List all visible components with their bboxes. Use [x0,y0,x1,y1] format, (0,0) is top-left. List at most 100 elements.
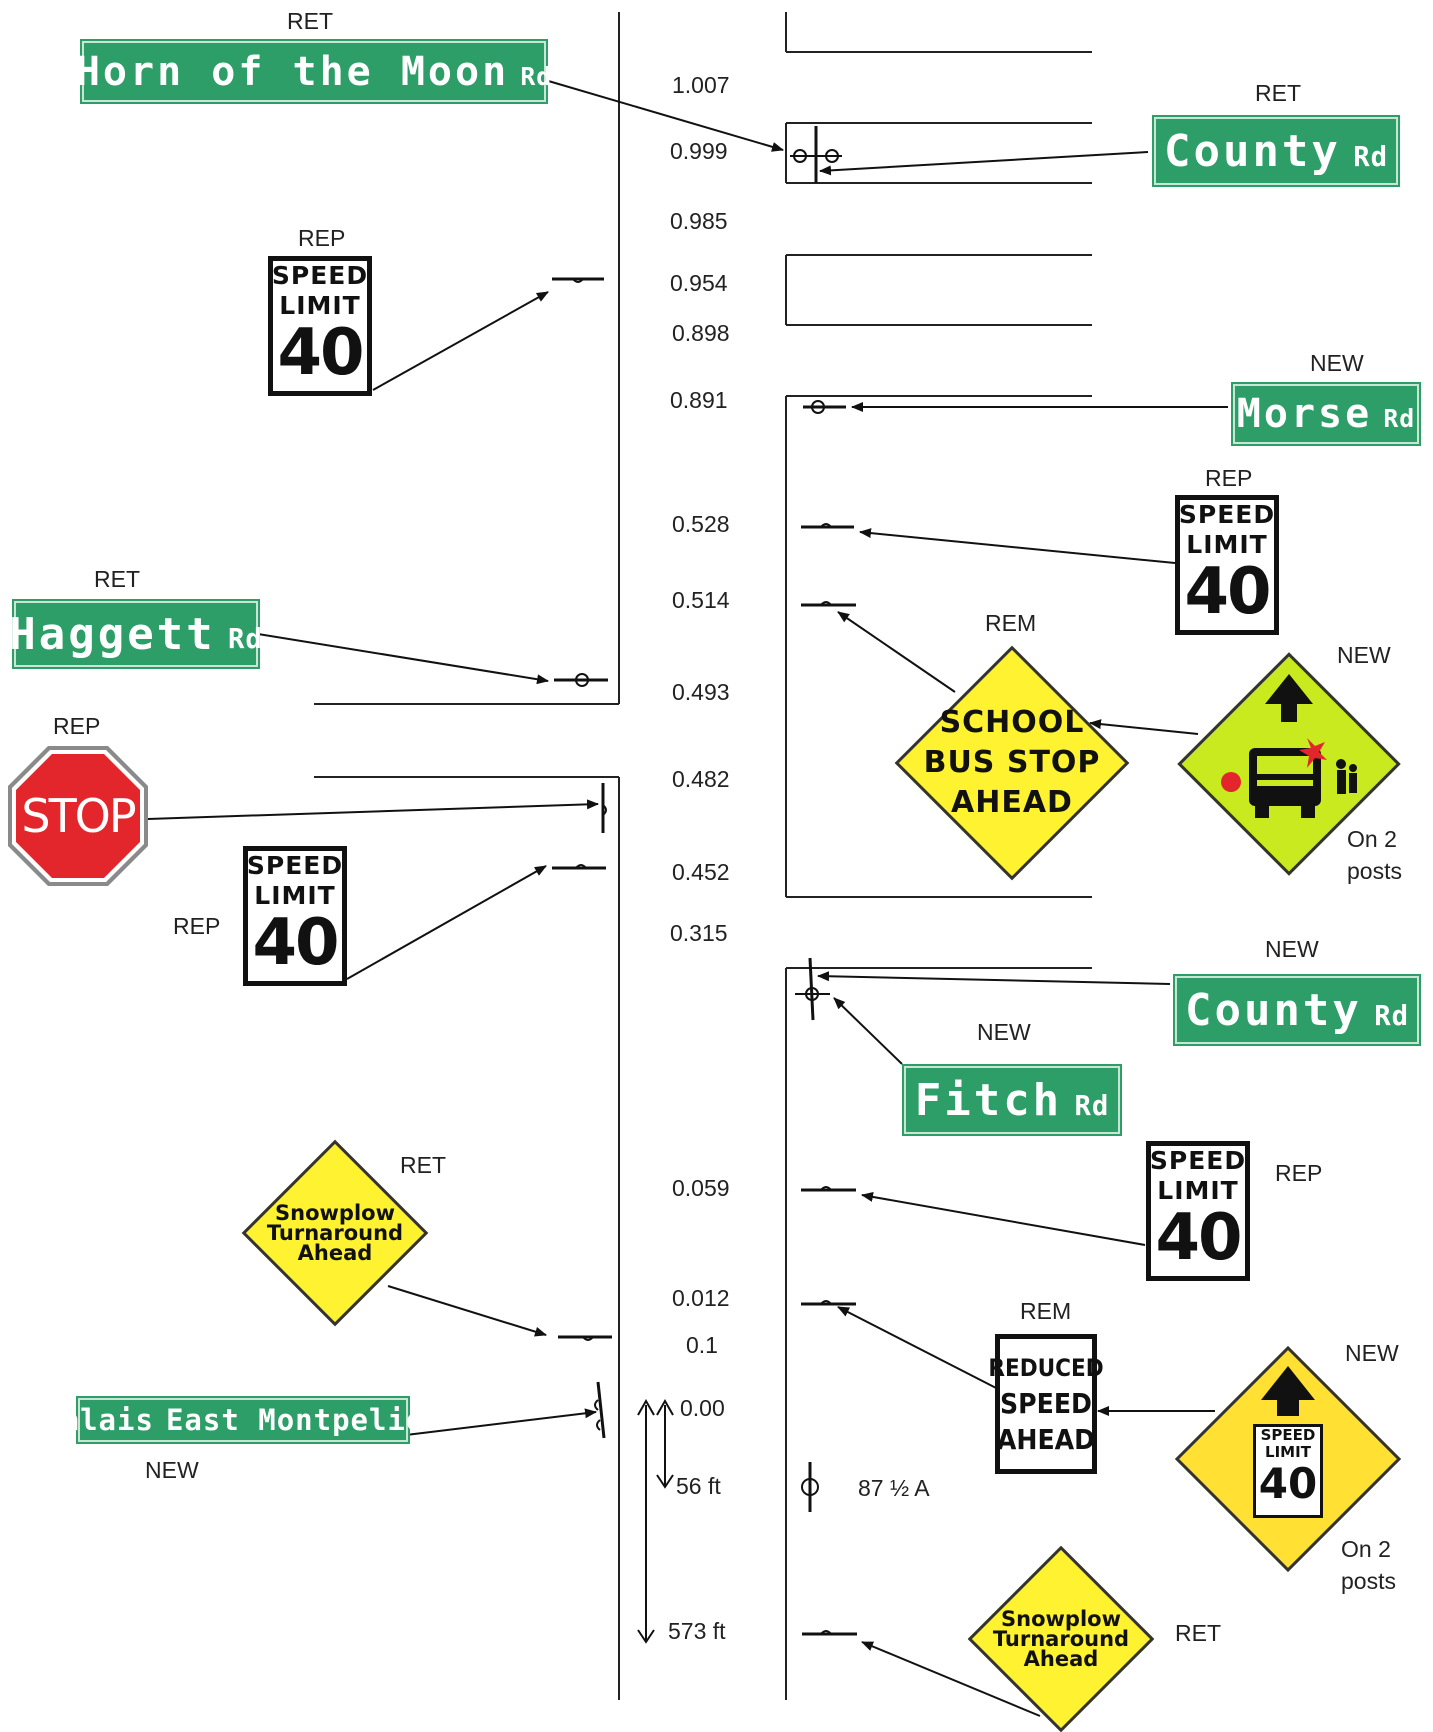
haggett-road-sign: Haggett Rd [9,601,262,667]
snowplow-left-status: RET [400,1152,446,1178]
haggett-status: RET [94,566,140,592]
school-bus-icon [1221,674,1357,818]
limit-word: LIMIT [279,291,361,320]
milepost-0-00: 0.00 [680,1395,725,1421]
speed-right1-status: REP [1205,465,1253,491]
county-top-sign-name: County [1163,125,1341,177]
distance-56ft: 56 ft [676,1473,721,1499]
speed-limit-value: 40 [1155,1201,1242,1275]
school-bus-status: REM [985,610,1037,636]
school-bus-line-2: BUS STOP [923,745,1101,780]
milepost-0-482: 0.482 [672,766,730,792]
stop-sign: STOP [6,744,150,888]
snowplow-line-3: Ahead [297,1241,373,1265]
limit-word: LIMIT [254,881,336,910]
milepost-0-954: 0.954 [670,270,728,296]
snowplow-turnaround-sign-right: Snowplow Turnaround Ahead [968,1546,1154,1732]
horn-status: RET [287,8,333,34]
speed-limit-sign-right-1: SPEED LIMIT 40 [1175,495,1279,635]
school-bus-line-3: AHEAD [951,785,1073,820]
school-bus-line-1: SCHOOL [939,705,1085,740]
limit-word: LIMIT [1157,1176,1239,1205]
limit-word: LIMIT [1186,530,1268,559]
milepost-0-493: 0.493 [672,679,730,705]
county-top-sign-suffix: Rd [1353,142,1389,174]
speed-ahead-note-2: posts [1341,1568,1396,1594]
snowplow-line-2: Turnaround [266,1221,404,1245]
milepost-0-514: 0.514 [672,587,730,613]
snowplow-line-3: Ahead [1023,1647,1099,1671]
speed-limit-ahead-sign: SPEED LIMIT 40 [1174,1345,1402,1573]
county-road-sign-top: County Rd [1154,117,1398,185]
milepost-0-898: 0.898 [672,320,730,346]
distance-573ft: 573 ft [668,1618,726,1644]
haggett-sign-name: Haggett [9,608,216,660]
morse-status: NEW [1310,350,1364,376]
speed-limit-sign-right-2: SPEED LIMIT 40 [1146,1141,1250,1281]
haggett-sign-suffix: Rd [227,624,263,656]
speed-limit-word: SPEED [1260,1426,1316,1444]
snowplow-turnaround-sign-left: Snowplow Turnaround Ahead [241,1139,429,1327]
calais-sign-right: East Montpelier [165,1403,443,1437]
milepost-0-315: 0.315 [670,920,728,946]
speed-limit-ahead-plaque: SPEED LIMIT 40 [1253,1424,1323,1518]
milepost-0-891: 0.891 [670,387,728,413]
speed-limit-value: 40 [1184,555,1271,629]
county-bottom-sign-name: County [1184,984,1362,1036]
reduced-speed-ahead-sign: REDUCED SPEED AHEAD [988,1334,1104,1474]
speed-limit-word: SPEED [1178,500,1276,529]
morse-sign-suffix: Rd [1383,404,1416,434]
county-top-status: RET [1255,80,1301,106]
speed-limit-value: 40 [1258,1459,1318,1508]
fitch-status: NEW [977,1019,1031,1045]
speed-right2-status: REP [1275,1160,1323,1186]
speed-ahead-status: NEW [1345,1340,1399,1366]
speed1-status: REP [298,225,346,251]
milepost-0-012: 0.012 [672,1285,730,1311]
stop-octagon-icon [8,746,148,886]
horn-sign-suffix: Rd [520,62,553,92]
morse-sign-name: Morse [1236,391,1373,437]
reduced-line-2: SPEED [1000,1387,1092,1420]
reduced-status: REM [1020,1298,1072,1324]
bus-symbol-note-1: On 2 [1347,826,1397,852]
limit-word: LIMIT [1265,1443,1311,1461]
bus-symbol-note-2: posts [1347,858,1402,884]
speed-limit-sign-1: SPEED LIMIT 40 [268,256,372,396]
milepost-0-999: 0.999 [670,138,728,164]
milepost-1-007: 1.007 [672,72,730,98]
snowplow-right-status: RET [1175,1620,1221,1646]
county-bottom-sign-suffix: Rd [1374,1001,1410,1033]
speed-limit-value: 40 [252,906,339,980]
ahead-arrow-icon [1261,1366,1315,1416]
bus-symbol-status: NEW [1337,642,1391,668]
snowplow-line-2: Turnaround [992,1627,1130,1651]
milepost-0-528: 0.528 [672,511,730,537]
speed-limit-word: SPEED [271,261,369,290]
speed-limit-word: SPEED [246,851,344,880]
school-bus-stop-ahead-sign: SCHOOL BUS STOP AHEAD [894,645,1130,881]
snowplow-line-1: Snowplow [275,1201,395,1225]
reduced-line-3: AHEAD [996,1423,1096,1456]
stop-text: STOP [21,789,136,843]
calais-east-montpelier-town-line-sign: Calais East Montpelier [43,1398,442,1442]
morse-road-sign: Morse Rd [1233,384,1419,444]
pole-note: 87 ½ A [858,1475,930,1501]
reduced-line-1: REDUCED [988,1354,1104,1382]
school-bus-symbol-sign [1177,652,1401,876]
speed2-status: REP [173,913,221,939]
county-road-sign-bottom: County Rd [1175,976,1419,1044]
milepost-0-059: 0.059 [672,1175,730,1201]
fitch-sign-suffix: Rd [1074,1091,1110,1123]
speed-ahead-note-1: On 2 [1341,1536,1391,1562]
milepost-0-1: 0.1 [686,1332,718,1358]
snowplow-line-1: Snowplow [1001,1607,1121,1631]
speed-limit-word: SPEED [1149,1146,1247,1175]
speed-limit-value: 40 [277,316,364,390]
milepost-0-452: 0.452 [672,859,730,885]
calais-sign-left: Calais [43,1403,154,1437]
